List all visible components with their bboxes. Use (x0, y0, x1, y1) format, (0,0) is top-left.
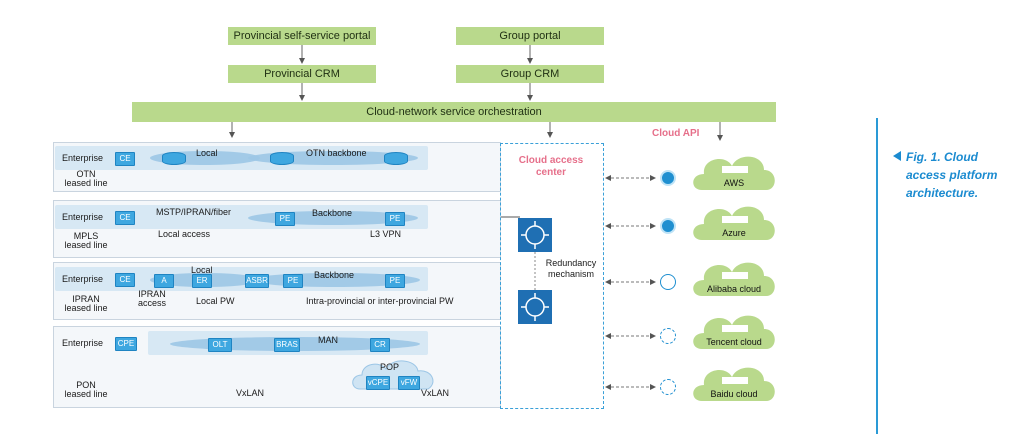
ipran-access-line1: IPRAN (138, 289, 166, 299)
caption-arrow-icon (893, 151, 901, 161)
pon-type-line1: PON (76, 380, 96, 390)
mpls-type-line2: leased line (64, 240, 108, 250)
ipran-backbone-label: Backbone (314, 270, 355, 280)
network-icon (660, 379, 676, 395)
network-icon (660, 328, 676, 344)
otn-cylinder-2 (270, 152, 294, 165)
redundancy-label: Redundancy mechanism (540, 258, 602, 280)
caption-line2: access platform (906, 168, 998, 182)
mpls-local-access-label: Local access (158, 229, 211, 239)
ipran-access-line2: access (137, 298, 166, 308)
tencent-label: Tencent cloud (706, 337, 762, 347)
caption-line1: Fig. 1. Cloud (906, 150, 978, 164)
ipran-intra-pw-label: Intra-provincial or inter-provincial PW (306, 296, 454, 306)
mpls-enterprise-label: Enterprise (62, 212, 104, 222)
pon-vcpe-node: vCPE (366, 376, 390, 390)
group-crm-label: Group CRM (500, 68, 560, 80)
mpls-ce-node: CE (115, 211, 135, 225)
otn-type-line1: OTN (76, 169, 96, 179)
caption-divider (876, 118, 878, 434)
azure-cloud-shape (693, 206, 775, 240)
pon-vxlan2-label: VxLAN (421, 388, 450, 398)
pon-bras-node: BRAS (274, 338, 300, 352)
cloud-access-center-title: Cloud access center (506, 155, 596, 179)
otn-ce-node: CE (115, 152, 135, 166)
pon-type-line2: leased line (64, 389, 108, 399)
pon-man-label: MAN (318, 335, 338, 345)
provincial-portal-label: Provincial self-service portal (233, 30, 371, 42)
ipran-a-node: A (154, 274, 174, 288)
mpls-type-line1: MPLS (73, 231, 99, 241)
otn-cylinder-1 (162, 152, 186, 165)
azure-label: Azure (722, 228, 746, 238)
ipran-enterprise-label: Enterprise (62, 274, 104, 284)
connector-icon (660, 170, 676, 186)
alibaba-cloud-shape (693, 262, 775, 296)
ipran-er-node: ER (192, 274, 212, 288)
cac-title-line2: center (535, 167, 566, 178)
cloud-access-center-box (500, 143, 604, 409)
pon-cpe-node: CPE (115, 337, 137, 351)
pop-label: POP (380, 362, 400, 372)
tencent-cloud-shape (693, 315, 775, 349)
globe-icon (660, 274, 676, 290)
ipran-local-label: Local (191, 265, 213, 275)
ipran-pe-node-1: PE (283, 274, 303, 288)
mpls-backbone-label: Backbone (312, 208, 353, 218)
otn-local-label: Local (196, 148, 218, 158)
mpls-access-tech-label: MSTP/IPRAN/fiber (156, 207, 232, 217)
ipran-ce-node: CE (115, 273, 135, 287)
aws-cloud-shape (693, 156, 775, 190)
connector-icon (660, 218, 676, 234)
figure-caption: Fig. 1. Cloud access platform architectu… (906, 148, 1026, 202)
ipran-pe-node-2: PE (385, 274, 405, 288)
pon-enterprise-label: Enterprise (62, 338, 104, 348)
otn-backbone-label: OTN backbone (306, 148, 367, 158)
aws-label: AWS (723, 178, 745, 188)
group-portal-label: Group portal (499, 30, 561, 42)
baidu-label: Baidu cloud (710, 389, 758, 399)
orchestration-bar: Cloud-network service orchestration (132, 102, 776, 122)
mpls-l3vpn-label: L3 VPN (370, 229, 402, 239)
provincial-portal-box: Provincial self-service portal (228, 27, 376, 45)
provincial-crm-box: Provincial CRM (228, 65, 376, 83)
pon-vfw-node: vFW (398, 376, 420, 390)
ipran-asbr-node: ASBR (245, 274, 269, 288)
ipran-type-line1: IPRAN (72, 294, 100, 304)
pon-type-label: PON leased line (56, 381, 116, 399)
baidu-cloud-shape (693, 367, 775, 401)
ipran-local-pw-label: Local PW (196, 296, 235, 306)
pon-cr-node: CR (370, 338, 390, 352)
pon-vxlan1-label: VxLAN (236, 388, 265, 398)
redundancy-line1: Redundancy (545, 258, 597, 268)
otn-enterprise-label: Enterprise (62, 153, 104, 163)
cloud-api-label: Cloud API (652, 128, 700, 139)
provincial-crm-label: Provincial CRM (264, 68, 340, 80)
switch-icon (518, 290, 552, 324)
cac-title-line1: Cloud access (518, 155, 584, 166)
mpls-pe-node-1: PE (275, 212, 295, 226)
group-crm-box: Group CRM (456, 65, 604, 83)
caption-line3: architecture. (906, 186, 979, 200)
otn-type-label: OTN leased line (56, 170, 116, 188)
pon-olt-node: OLT (208, 338, 232, 352)
mpls-pe-node-2: PE (385, 212, 405, 226)
mpls-type-label: MPLS leased line (56, 232, 116, 250)
otn-type-line2: leased line (64, 178, 108, 188)
redundancy-line2: mechanism (547, 269, 594, 279)
ipran-type-label: IPRAN leased line (56, 295, 116, 313)
alibaba-label: Alibaba cloud (706, 284, 762, 294)
ipran-access-label: IPRAN access (132, 290, 172, 308)
orchestration-label: Cloud-network service orchestration (366, 106, 542, 118)
group-portal-box: Group portal (456, 27, 604, 45)
switch-icon (518, 218, 552, 252)
ipran-type-line2: leased line (64, 303, 108, 313)
otn-cylinder-3 (384, 152, 408, 165)
